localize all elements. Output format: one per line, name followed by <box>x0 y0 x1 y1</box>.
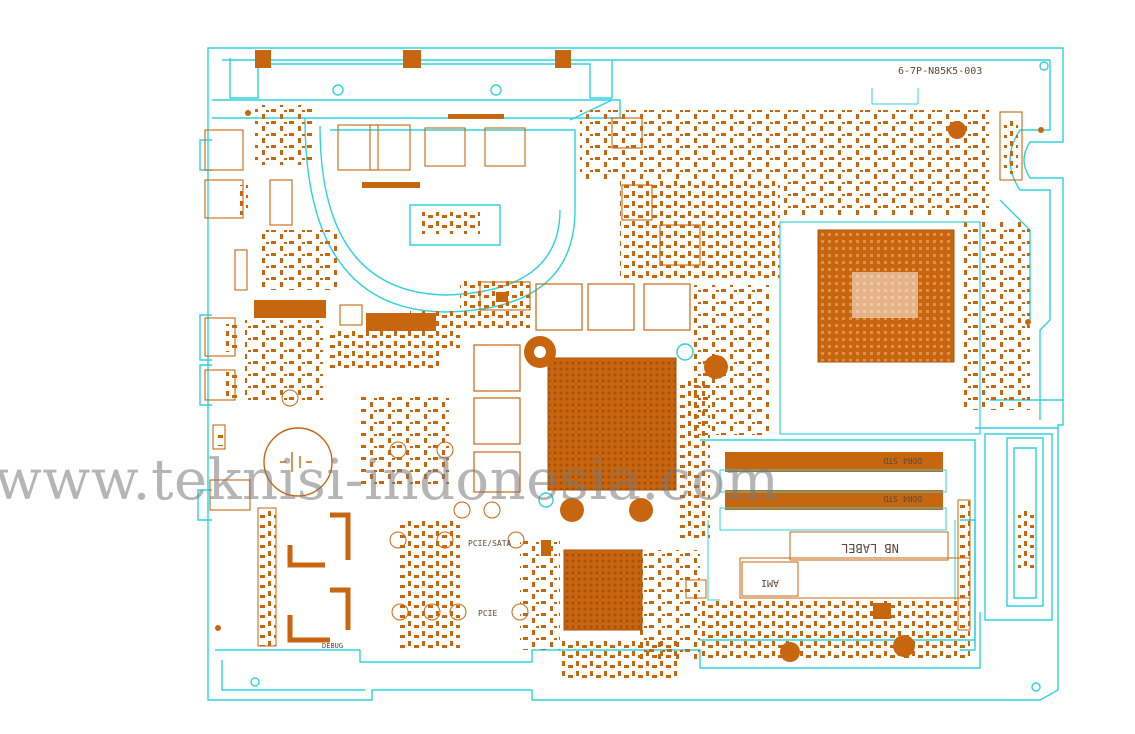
nb-label: NB LABEL <box>841 541 899 555</box>
cmos-battery <box>263 427 333 497</box>
main-bga-chip <box>547 357 677 491</box>
m2-connector <box>257 507 351 647</box>
round-pads <box>215 110 1044 662</box>
chipset-bga <box>563 549 643 631</box>
ddr4-label-top: DDR4 STD <box>883 456 922 465</box>
top-connectors <box>255 50 571 119</box>
ddr4-label-bottom: DDR4 STD <box>883 494 922 503</box>
daughter-area <box>337 111 1023 326</box>
misc-chips <box>496 292 891 619</box>
ffc-connectors <box>254 118 1018 331</box>
capacitors <box>281 389 529 621</box>
ami-label: AMI <box>761 577 779 588</box>
pcie-label: PCIE <box>478 609 497 618</box>
memory-chips <box>473 283 691 493</box>
cpu-socket <box>779 221 981 435</box>
pcie-sata-label: PCIE/SATA <box>468 539 512 548</box>
nb-label-area <box>739 531 971 599</box>
part-number: 6-7P-N85K5-003 <box>898 66 982 77</box>
top-right-frame <box>871 88 919 105</box>
bga-mount <box>524 336 556 368</box>
debug-label: DEBUG <box>322 642 343 650</box>
left-io-pins <box>215 185 248 446</box>
